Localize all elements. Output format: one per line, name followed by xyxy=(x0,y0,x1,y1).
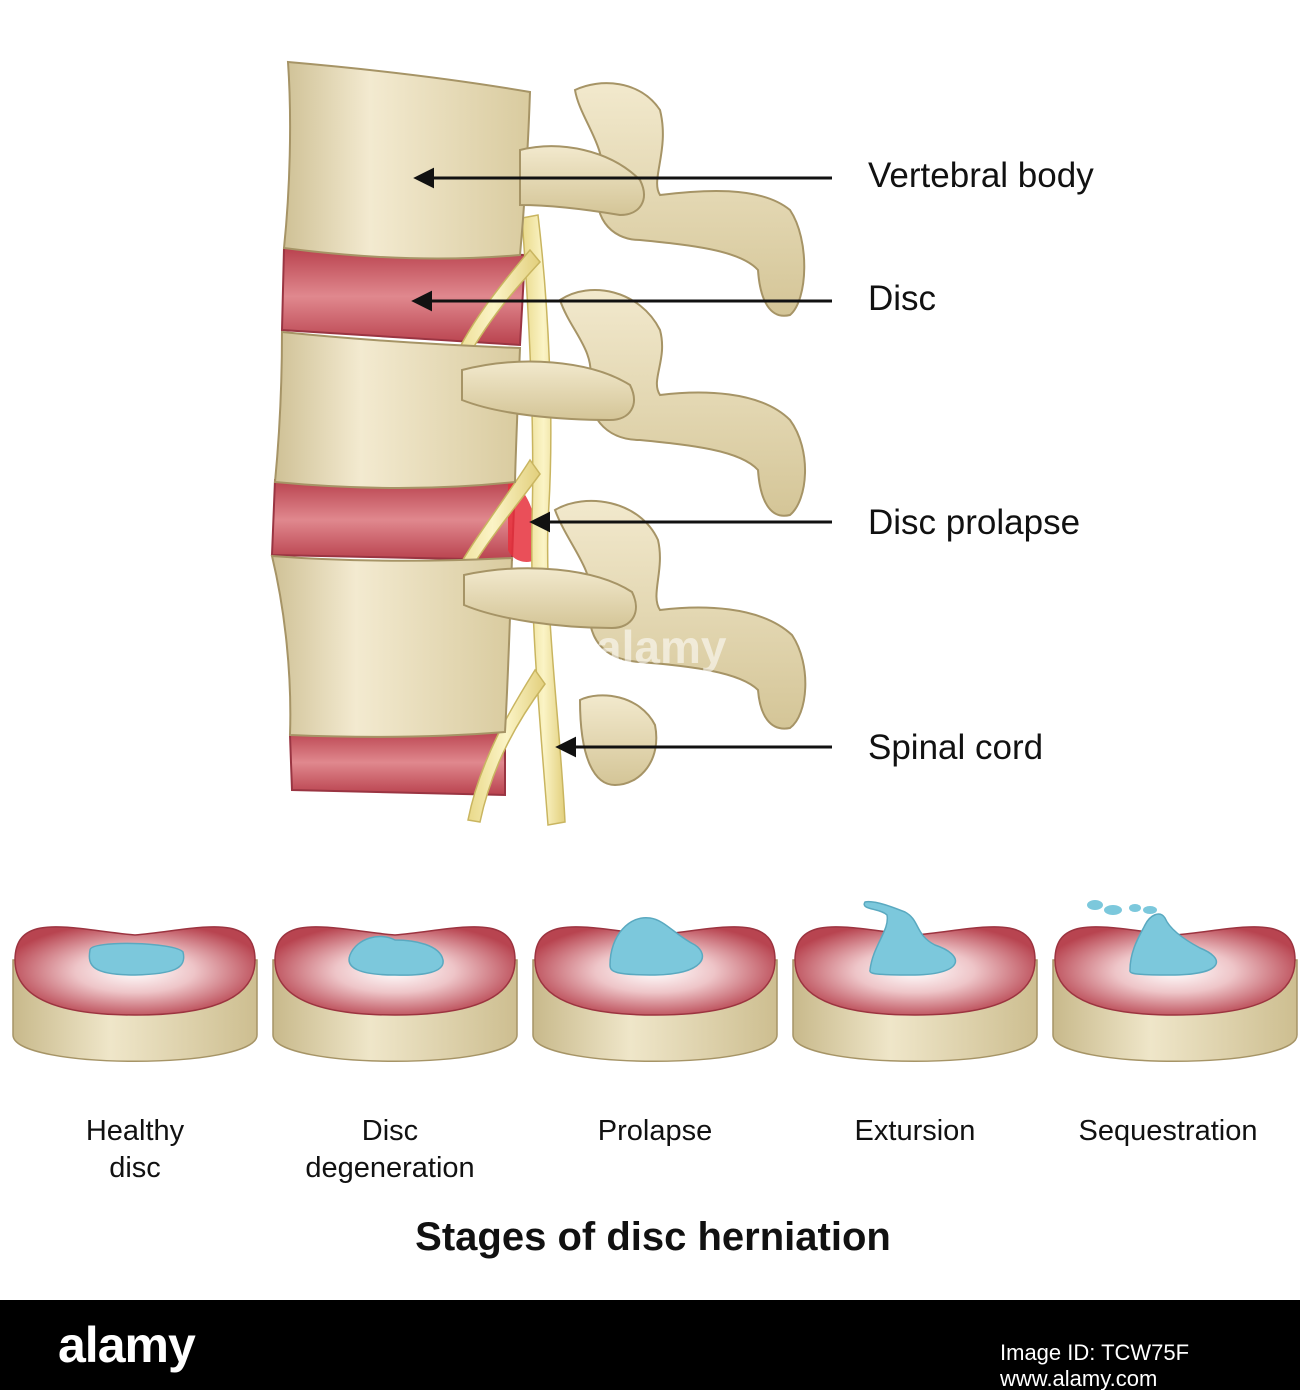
stage-label-line: disc xyxy=(109,1152,161,1184)
stage-disc-extrusion xyxy=(792,900,1038,1062)
stage-label-line: degeneration xyxy=(305,1152,475,1184)
stage-disc-healthy xyxy=(12,926,258,1062)
nucleus xyxy=(609,917,704,976)
vertebral-body-upper xyxy=(282,60,532,260)
disc-lower xyxy=(288,728,506,797)
footer-url: www.alamy.com xyxy=(1000,1366,1158,1391)
transverse-process-upper xyxy=(519,145,645,217)
diagram-title: Stages of disc herniation xyxy=(415,1215,891,1259)
stage-label-line: Extursion xyxy=(854,1115,976,1147)
fragment xyxy=(1129,904,1141,912)
stage-label-line: Sequestration xyxy=(1078,1115,1258,1147)
stage-label-sequestration: Sequestration xyxy=(1048,1113,1288,1150)
stage-disc-degeneration xyxy=(272,926,518,1062)
stage-label-healthy: Healthy disc xyxy=(15,1113,255,1187)
stage-label-line: Healthy xyxy=(85,1115,185,1147)
fragment xyxy=(1143,906,1157,914)
label-disc-prolapse: Disc prolapse xyxy=(868,503,1081,542)
image-id-label: Image ID: TCW75F xyxy=(1000,1340,1190,1365)
nucleus xyxy=(1129,913,1218,976)
stage-label-prolapse: Prolapse xyxy=(535,1113,775,1150)
fragment xyxy=(1104,905,1122,915)
label-vertebral-body: Vertebral body xyxy=(868,156,1094,195)
fragment xyxy=(1087,900,1103,910)
spine-illustration xyxy=(270,60,807,826)
transverse-process-lower xyxy=(463,567,637,630)
nucleus xyxy=(88,942,185,976)
articular-process-lower xyxy=(578,694,658,787)
transverse-process-middle xyxy=(461,360,635,422)
vertebral-body-middle xyxy=(273,330,522,489)
stage-disc-prolapse xyxy=(532,917,778,1062)
nerve-root-3 xyxy=(467,668,546,823)
label-arrows xyxy=(411,167,832,758)
stage-label-line: Prolapse xyxy=(597,1115,713,1147)
nucleus xyxy=(863,900,957,976)
watermark: alamy xyxy=(596,621,727,673)
stage-label-degeneration: Disc degeneration xyxy=(270,1113,510,1187)
stage-label-extrusion: Extursion xyxy=(795,1113,1035,1150)
label-spinal-cord: Spinal cord xyxy=(868,728,1044,767)
disc-upper xyxy=(280,246,527,347)
stage-label-line: Disc xyxy=(361,1115,419,1147)
label-disc: Disc xyxy=(868,279,937,318)
nucleus xyxy=(348,935,444,976)
stage-disc-sequestration xyxy=(1052,900,1298,1062)
vertebral-body-lower xyxy=(270,554,514,738)
spinous-process-lower xyxy=(553,499,807,730)
footer-info: Image ID: TCW75F www.alamy.com xyxy=(1000,1340,1189,1392)
alamy-logo: alamy xyxy=(58,1317,196,1373)
stage-discs xyxy=(12,900,1298,1062)
footer-bar: alamy Image ID: TCW75F www.alamy.com xyxy=(0,1300,1300,1392)
spine-diagram xyxy=(12,60,1298,1062)
